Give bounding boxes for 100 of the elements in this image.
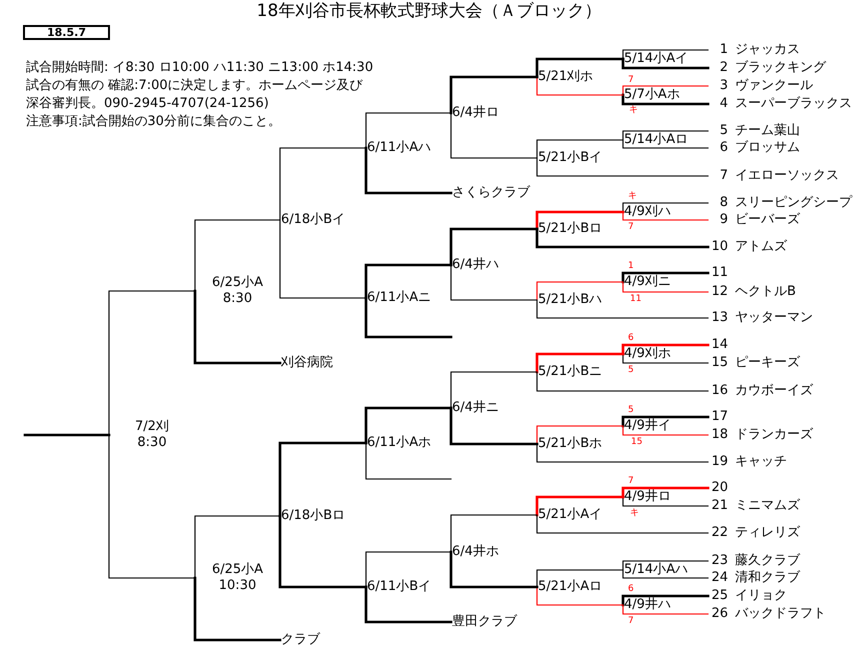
team-number: 14 [711,337,728,352]
team-name: チーム葉山 [735,123,800,138]
bracket-line [622,353,709,364]
bracket-line [365,112,452,149]
team-number: 23 [711,553,728,568]
match-label: 6/25小A 8:30 [195,275,280,307]
bracket-line [536,58,624,78]
bracket-line [622,425,709,436]
bracket-line [536,210,624,230]
team-number: 2 [720,60,728,75]
bracket-line [536,443,709,463]
bracket-line [450,514,538,553]
match-label: 5/21小Bイ [538,150,602,165]
bracket-line [194,290,282,364]
bracket-line [364,406,452,444]
match-label: 6/11小Aハ [367,140,432,155]
match-label: 4/9井ロ [624,489,671,504]
bracket-line [536,139,624,159]
team-name: ミニマムズ [735,498,800,513]
bracket-line [622,604,709,615]
team-name: バックドラフト [735,606,826,621]
team-number: 22 [711,525,728,540]
score-mark: キ [629,105,638,115]
match-label: 5/21小Bニ [538,364,602,379]
bracket-line [278,442,368,518]
bracket-line [108,434,196,579]
team-name: ピーキーズ [735,355,800,370]
team-name: ドランカーズ [735,427,813,442]
match-label: 4/9井イ [624,418,671,433]
bracket-line [622,272,710,284]
match-label: 6/4井ニ [452,400,499,415]
team-number: 17 [711,409,728,424]
bracket-line [622,94,710,106]
bracket-line [536,281,624,301]
team-name: スーパーブラックス [735,96,852,111]
bracket-line [536,371,709,392]
bracket-line [450,406,538,446]
bracket-line [278,514,368,588]
bracket-line [536,496,624,516]
match-label: 6/11小Aニ [367,290,432,305]
match-label: 6/11小Bイ [367,579,432,594]
team-number: 5 [720,123,728,138]
match-label: 4/9刈ハ [624,204,671,219]
match-label: 5/21刈ホ [538,69,594,84]
date-box: 18.5.7 [23,25,110,40]
score-mark: 7 [628,616,634,626]
bracket-line [194,515,281,579]
bracket-line [622,416,710,428]
bracket-line [279,147,367,221]
match-label: 5/14小Aロ [624,132,688,147]
team-name: ヤッターマン [735,310,813,325]
match-label: 7/2刈 8:30 [109,419,195,451]
bracket-line [622,211,709,221]
title: 18年刈谷市長杯軟式野球大会（Ａブロック） [256,1,602,21]
bracket-line [622,496,709,507]
match-label: 4/9刈ニ [624,274,671,289]
bracket-line [536,514,709,534]
team-name: ビーバーズ [735,212,800,227]
bracket-line [450,228,538,266]
bracket-line [24,434,110,436]
team-name: 豊田クラブ [452,614,517,629]
team-name: キャッチ [735,454,787,469]
team-name: ヘクトルB [735,284,796,299]
note-text: 試合開始時間: イ8:30 ロ10:00 ハ11:30 ニ13:00 ホ14:30 [26,59,374,77]
match-label: 6/18小Bイ [281,212,346,227]
team-number: 26 [711,606,728,621]
bracket-line [622,344,710,356]
team-number: 12 [711,284,728,299]
team-name: イリョク [735,588,787,603]
team-number: 16 [711,383,728,398]
bracket-line [536,157,709,177]
team-number: 18 [711,427,728,442]
score-mark: 5 [628,365,634,375]
bracket-line [536,228,710,248]
bracket-line [194,576,282,642]
match-label: 6/25小A 10:30 [195,562,280,594]
match-label: 5/21小Aイ [538,507,602,522]
bracket-line [622,139,709,149]
team-name: 藤久クラブ [735,553,800,568]
team-name: さくらクラブ [452,185,530,200]
team-number: 9 [720,212,728,227]
bracket-line [194,219,281,292]
score-mark: 15 [631,437,642,447]
team-name: スリーピングシープ [735,195,852,210]
bracket-line [365,551,452,588]
bracket-line [364,146,452,194]
team-name: 刈谷病院 [281,355,333,370]
bracket-line [450,371,538,409]
bracket-line [536,425,624,445]
match-label: 5/21小Bロ [538,221,602,236]
bracket-line [622,49,709,60]
match-label: 6/4井ロ [452,105,499,120]
team-number: 25 [711,588,728,603]
bracket-line [108,290,196,436]
team-name: カウボーイズ [735,383,813,398]
score-mark: 5 [628,405,634,415]
team-name: ブラックキング [735,60,826,75]
team-name: ティレリズ [735,525,800,540]
bracket-line [622,85,709,96]
team-number: 21 [711,498,728,513]
